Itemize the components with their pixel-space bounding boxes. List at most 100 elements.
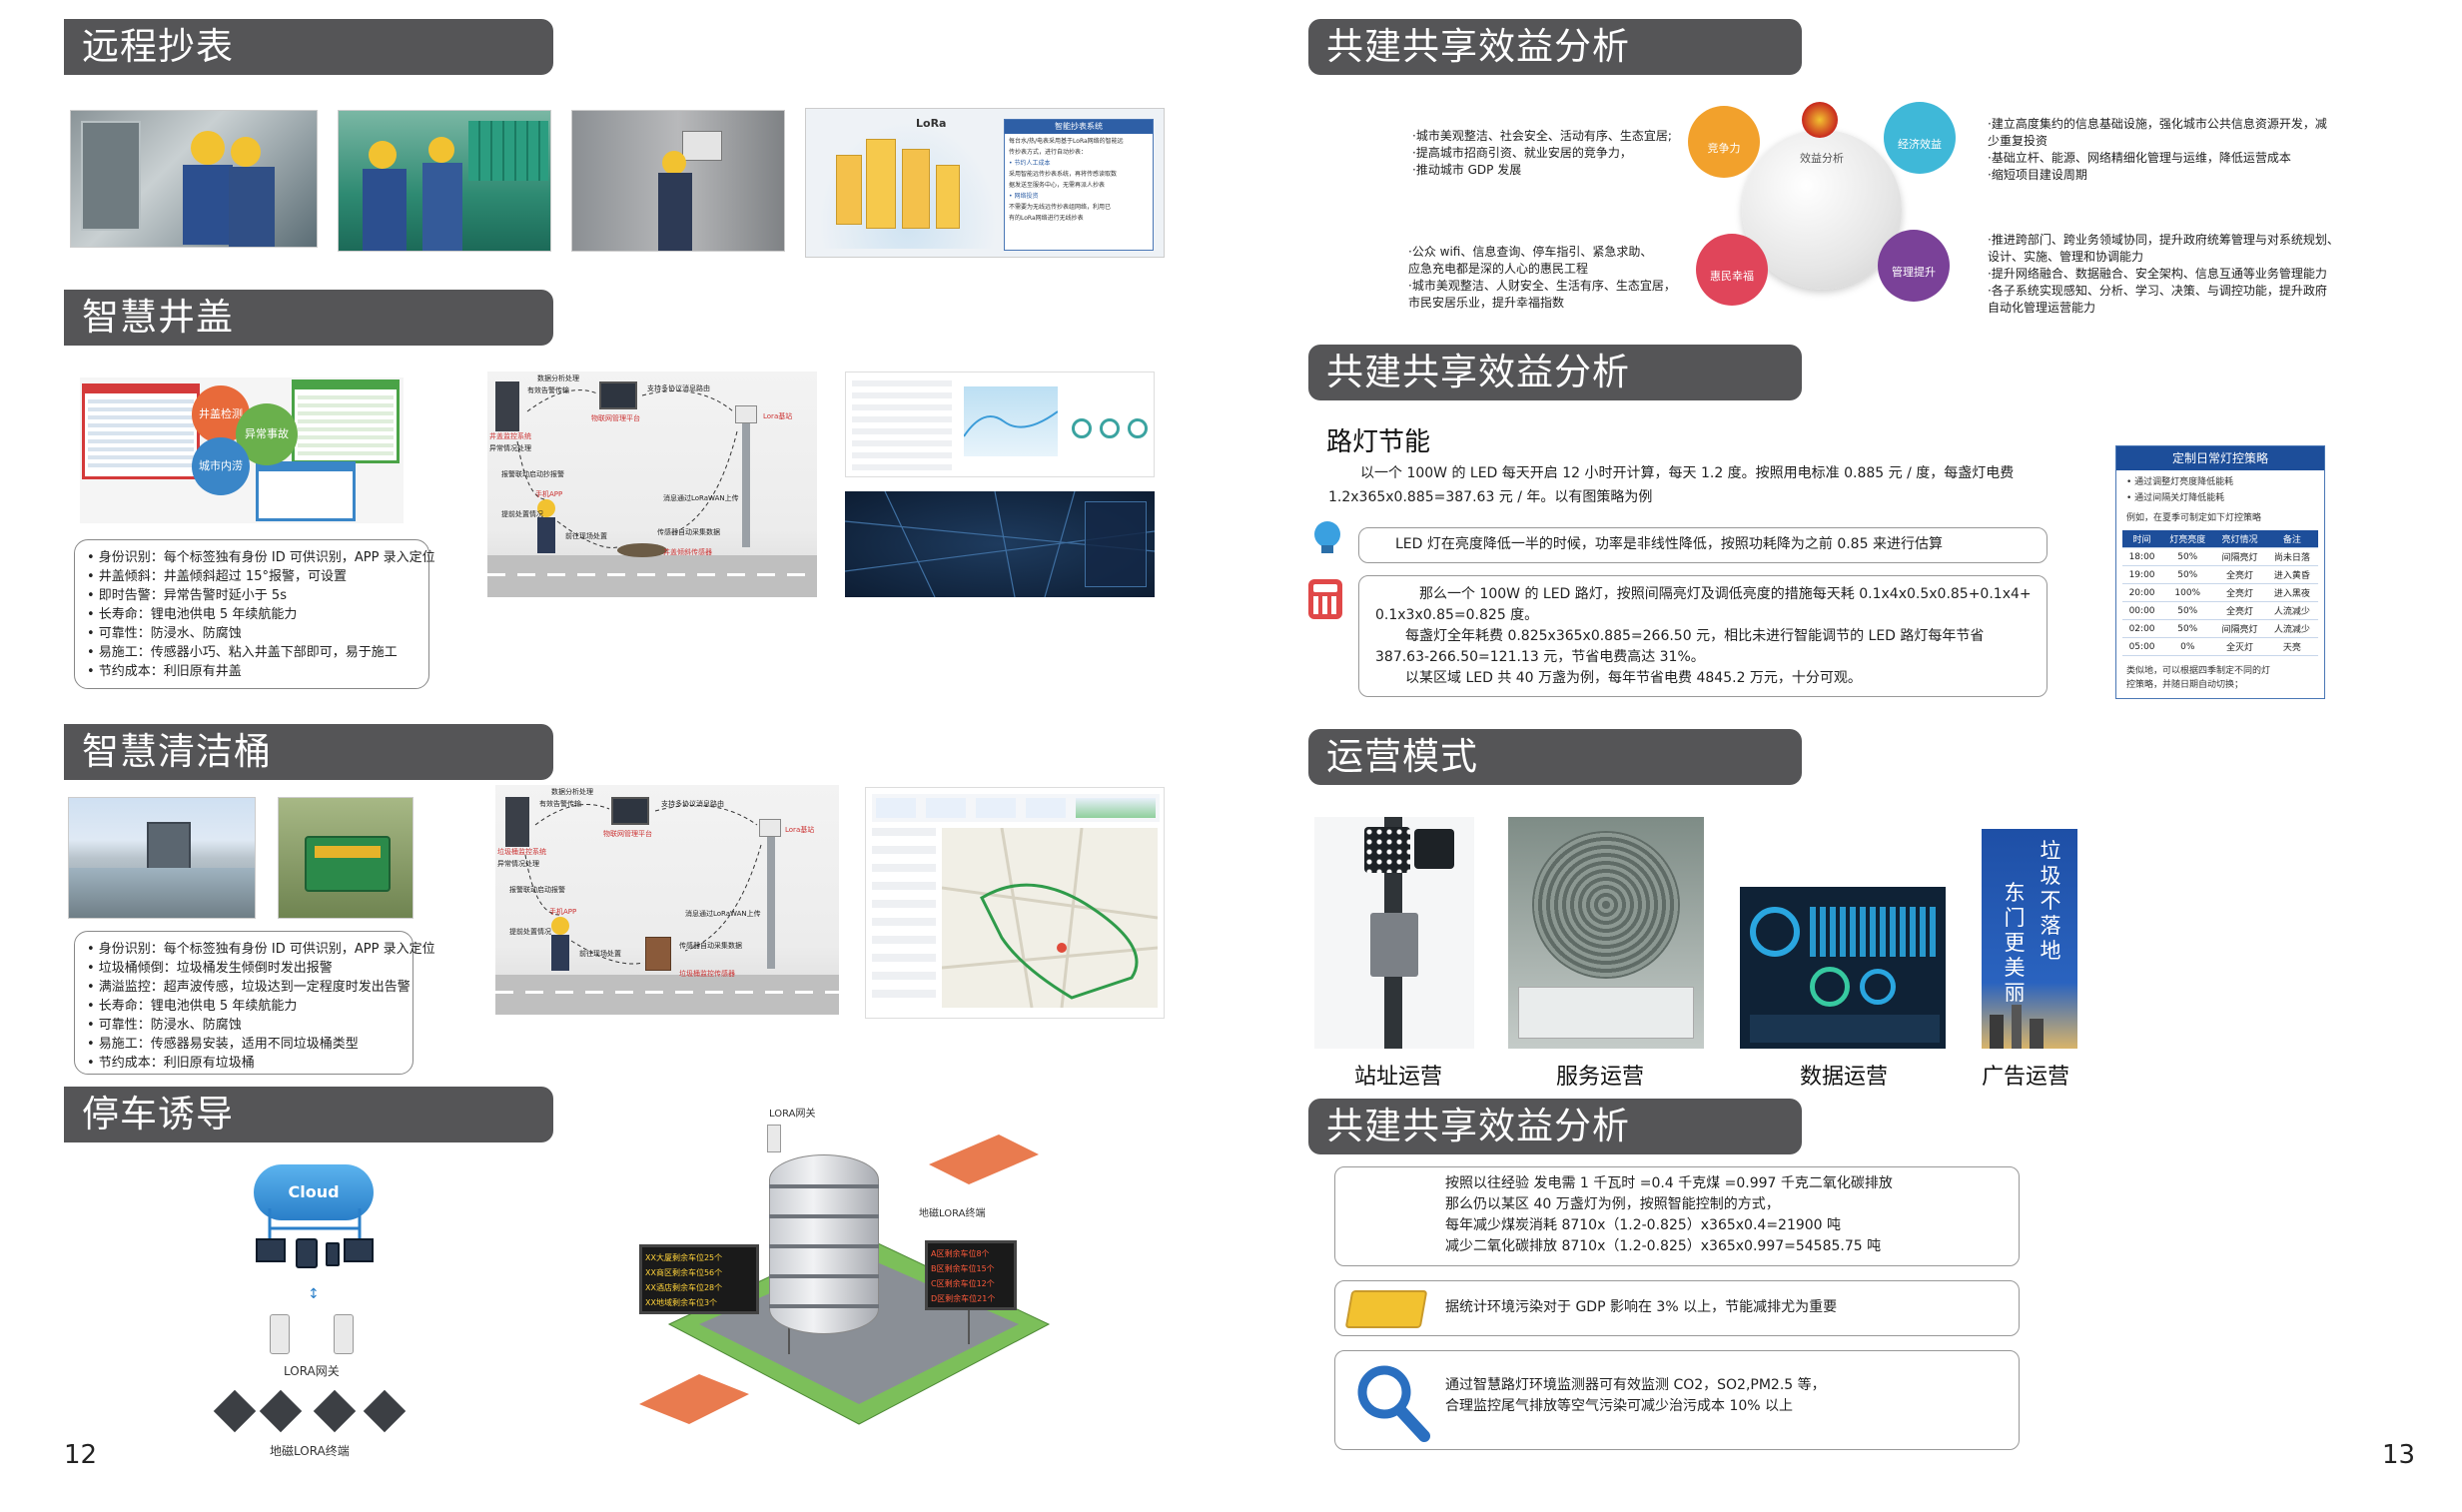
section-title-benefit-2: 共建共享效益分析 [1308, 345, 1802, 400]
calc-line: 387.63-266.50=121.13 元，节省电费高达 31%。 [1375, 649, 1705, 665]
magnifier-icon [1352, 1360, 1432, 1444]
sync-arrow-icon: ↕ [308, 1286, 320, 1302]
manhole-diag-label: 报警联动启动抄报警 [501, 470, 564, 478]
op-ad-image: 垃 圾 不 落 地 东 门 更 美 丽 [1982, 829, 2077, 1049]
streetlight-intro: 以一个 100W 的 LED 每天开启 12 小时开计算，每天 1.2 度。按照… [1328, 461, 2014, 509]
emission-box-1: 按照以往经验 发电需 1 千瓦时 =0.4 千克煤 =0.997 千克二氧化碳排… [1334, 1166, 2020, 1266]
bin-photo-2 [278, 797, 413, 919]
emblem-icon [1802, 102, 1838, 138]
bin-feature: • 垃圾桶倾倒：垃圾桶发生倾倒时发出报警 [87, 961, 333, 976]
strategy-header: 灯亮亮度 [2161, 530, 2214, 548]
table-cell: 间隔亮灯 [2213, 619, 2266, 638]
strategy-bullet: • 通过间隔关灯降低能耗 [2126, 493, 2225, 503]
benefit-line: 应急充电都是深的人心的惠民工程 [1408, 262, 1589, 276]
bin-diag-label: 手机APP [549, 908, 577, 916]
table-cell: 05:00 [2122, 637, 2162, 656]
sensor-icon [259, 1389, 303, 1433]
benefit-line: 设计、实施、管理和协调能力 [1988, 250, 2144, 264]
table-cell: 18:00 [2122, 547, 2162, 566]
table-cell: 0% [2161, 637, 2214, 656]
sensor-icon [213, 1389, 257, 1433]
ad-char: 美 [2004, 956, 2026, 980]
table-row: 18:00 50% 间隔亮灯 尚未日落 [2122, 547, 2318, 566]
op-site-image [1314, 817, 1474, 1049]
emission-line: 减少二氧化碳排放 8710x（1.2-0.825）x365x0.997=5458… [1445, 1238, 1882, 1254]
table-cell: 全亮灯 [2213, 601, 2266, 620]
ad-char: 门 [2004, 906, 2026, 930]
led-sign-left: XX大厦剩余车位25个 XX商区剩余车位56个 XX酒店剩余车位28个 XX地域… [639, 1244, 759, 1314]
table-cell: 进入黑夜 [2265, 583, 2318, 602]
calc-line: 那么一个 100W 的 LED 路灯，按照间隔亮灯及调低亮度的措施每天耗 0.1… [1419, 586, 2032, 602]
bin-feature: • 可靠性：防浸水、防腐蚀 [87, 1018, 242, 1033]
phone-icon [326, 1242, 340, 1266]
bin-dashboard [865, 787, 1165, 1019]
section-title-benefit-3: 共建共享效益分析 [1308, 1099, 1802, 1154]
meter-panel-line: 据发送至服务中心，无需再派人抄表 [1009, 182, 1106, 189]
op-label-ad: 广告运营 [1981, 1065, 2069, 1090]
manhole-feature: • 易施工：传感器小巧、粘入井盖下部即可，易于施工 [87, 645, 398, 660]
table-cell: 进入黄昏 [2265, 565, 2318, 584]
manhole-diag-label: 物联网管理平台 [591, 414, 640, 422]
streetlight-note-box: LED 灯在亮度降低一半的时候，功率是非线性降低，按照功耗降为之前 0.85 来… [1358, 527, 2048, 563]
manhole-feature: • 节约成本：利旧原有井盖 [87, 664, 242, 679]
emission-line: 通过智慧路灯环境监测器可有效监测 CO2，SO2,PM2.5 等， [1445, 1377, 1826, 1393]
section-title-benefit-1: 共建共享效益分析 [1308, 19, 1802, 75]
bin-diag-label: 垃圾桶监控传感器 [679, 970, 735, 978]
benefit-wheel: 效益分析 竞争力 经济效益 惠民幸福 管理提升 [1686, 100, 1958, 310]
manhole-dashboard-map [845, 491, 1155, 597]
bin-diag-label: 支持多协议消息路由 [661, 800, 724, 808]
emission-line: 每年减少煤炭消耗 8710x（1.2-0.825）x365x0.4=21900 … [1445, 1217, 1842, 1233]
bin-flow-diagram: 数据分析处理 有效告警传输 支持多协议消息路由 Lora基站 垃圾桶监控系统 物… [495, 785, 839, 1015]
emission-line: 按照以往经验 发电需 1 千瓦时 =0.4 千克煤 =0.997 千克二氧化碳排… [1445, 1175, 1893, 1191]
meter-panel-line: 每台水/热/电表采用基于LoRa网络的智能远 [1009, 138, 1124, 145]
bin-diag-label: 异常情况处理 [497, 860, 539, 868]
calc-line: 以某区域 LED 共 40 万盏为例，每年节省电费 4845.2 万元，十分可观… [1405, 670, 1862, 686]
sign-line: XX酒店剩余车位28个 [645, 1283, 723, 1292]
emission-box-3: 通过智慧路灯环境监测器可有效监测 CO2，SO2,PM2.5 等， 合理监控尾气… [1334, 1350, 2020, 1450]
intro-line: 1.2x365x0.885=387.63 元 / 年。以有图策略为例 [1328, 489, 1653, 505]
bin-feature: • 节约成本：利旧原有垃圾桶 [87, 1056, 255, 1071]
table-cell: 全亮灯 [2213, 583, 2266, 602]
manhole-collage: 井盖检测 异常事故 城市内涝 [80, 378, 404, 523]
bin-feature: • 长寿命：锂电池供电 5 年续航能力 [87, 999, 298, 1014]
sign-line: XX地域剩余车位3个 [645, 1298, 718, 1307]
wheel-item-label: 竞争力 [1707, 142, 1741, 155]
section-title-smart-manhole: 智慧井盖 [64, 290, 553, 346]
benefit-text-bottom-right: ·推进跨部门、跨业务领域协同，提升政府统筹管理与对系统规划、 设计、实施、管理和… [1988, 232, 2339, 317]
manhole-diag-label: 异常情况处理 [489, 444, 531, 452]
manhole-feature: • 即时告警：异常告警时延小于 5s [87, 588, 287, 603]
ad-char: 地 [2040, 939, 2061, 963]
streetlight-calc-box: 那么一个 100W 的 LED 路灯，按照间隔亮灯及调低亮度的措施每天耗 0.1… [1358, 575, 2048, 697]
wheel-item-label: 惠民幸福 [1710, 270, 1754, 283]
table-cell: 00:00 [2122, 601, 2162, 620]
sign-line: XX商区剩余车位56个 [645, 1268, 723, 1277]
sign-line: XX大厦剩余车位25个 [645, 1253, 723, 1262]
benefit-line: ·提升网络融合、数据融合、安全架构、信息互通等业务管理能力 [1988, 267, 2327, 281]
manhole-feature: • 长寿命：锂电池供电 5 年续航能力 [87, 607, 298, 622]
bin-diag-label: 物联网管理平台 [603, 830, 652, 838]
meter-panel-line: • 网络投资 [1009, 193, 1039, 200]
bulb-base [1321, 545, 1333, 553]
op-data-image [1740, 887, 1946, 1049]
table-cell: 19:00 [2122, 565, 2162, 584]
manhole-flow-diagram: 数据分析处理 有效告警传输 支持多协议消息路由 Lora基站 井盖监控系统 物联… [487, 372, 817, 597]
gateway-label-scene: LORA网关 [769, 1109, 816, 1120]
manhole-features-box: • 身份识别：每个标签独有身份 ID 可供识别，APP 录入定位 • 井盖倾斜：… [74, 539, 435, 689]
benefit-line: 市民安居乐业，提升幸福指数 [1408, 296, 1565, 310]
manhole-diag-label: 传感器自动采集数据 [657, 528, 720, 536]
bin-feature: • 易施工：传感器易安装，适用不同垃圾桶类型 [87, 1037, 359, 1052]
table-cell: 人流减少 [2265, 619, 2318, 638]
sensor-icon [313, 1389, 357, 1433]
light-strategy-panel: 定制日常灯控策略 • 通过调整灯亮度降低能耗 • 通过间隔关灯降低能耗 例如，在… [2115, 445, 2325, 699]
sign-line: D区剩余车位21个 [931, 1294, 996, 1303]
money-icon [1344, 1290, 1428, 1328]
manhole-diag-label: 井盖倾斜传感器 [663, 548, 712, 556]
bin-diag-label: 数据分析处理 [551, 788, 593, 796]
table-cell: 人流减少 [2265, 601, 2318, 620]
table-row: 00:00 50% 全亮灯 人流减少 [2122, 601, 2318, 620]
parking-scene: LORA网关 地磁LORA终端 XX大厦剩余车位25个 XX商区剩余车位56个 … [639, 1105, 1079, 1464]
manhole-diag-label: 数据分析处理 [537, 375, 579, 382]
benefit-line: ·各子系统实现感知、分析、学习、决策、与调控功能，提升政府 [1988, 284, 2327, 298]
bin-diag-label: 提前处置情况 [509, 928, 551, 936]
ad-char: 圾 [2040, 864, 2061, 888]
